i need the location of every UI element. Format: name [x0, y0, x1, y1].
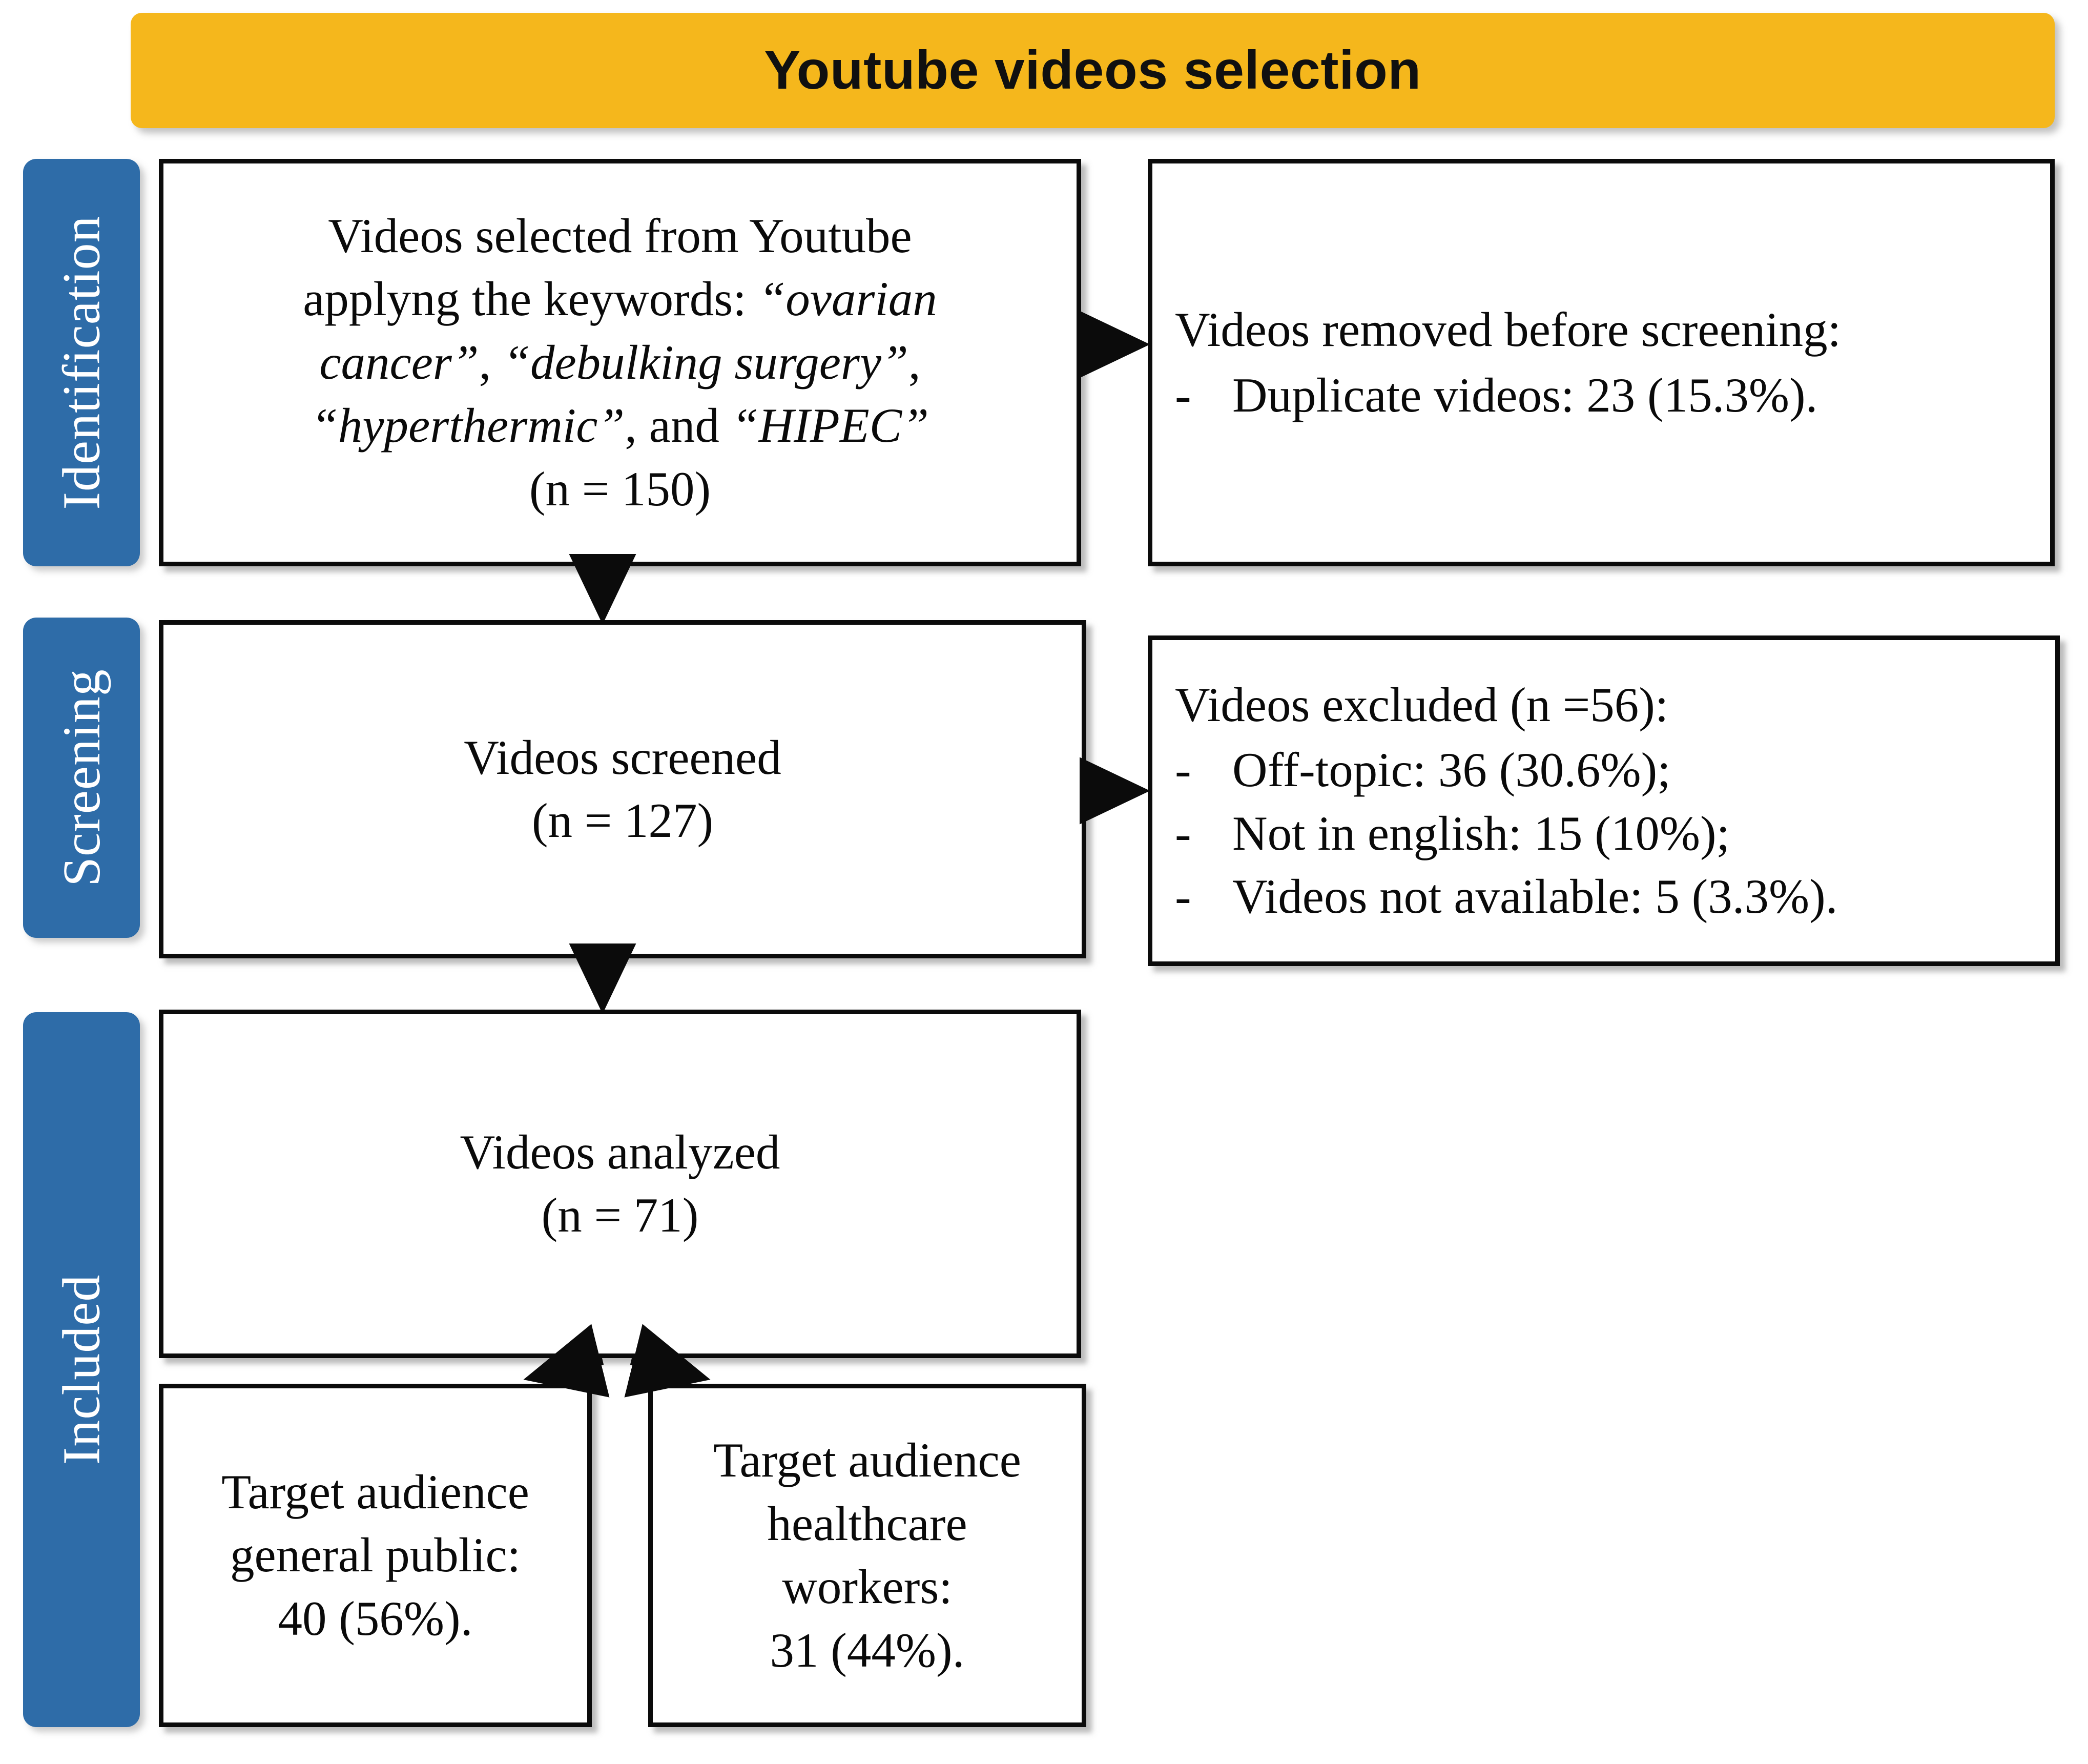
box-target-audience-general-public: Target audience general public: 40 (56%)… — [159, 1384, 592, 1727]
excluded-bullet-2: Not in english: 15 (10%); — [1232, 806, 1730, 860]
identified-keyword-4: “hyperthermic” — [311, 398, 625, 453]
healthcare-line1: Target audience — [713, 1433, 1021, 1487]
removed-bullet-1: Duplicate videos: 23 (15.3%). — [1232, 367, 1818, 422]
stage-label-screening-text: Screening — [52, 669, 111, 887]
box-videos-excluded: Videos excluded (n =56): - Off-topic: 36… — [1148, 635, 2060, 966]
healthcare-line3: workers: — [782, 1560, 953, 1614]
analyzed-count: (n = 71) — [541, 1188, 699, 1242]
identified-keyword-3: “debulking surgery” — [503, 335, 908, 389]
identified-line1: Videos selected from Youtube — [328, 208, 912, 263]
identified-sep-1: , — [479, 335, 504, 389]
list-item: - Not in english: 15 (10%); — [1175, 802, 2033, 866]
screened-line1: Videos screened — [464, 730, 781, 785]
arrow-analyzed-to-healthcare-workers — [624, 1324, 711, 1398]
box-videos-identified-text: Videos selected from Youtube applyng the… — [163, 204, 1077, 521]
box-videos-identified: Videos selected from Youtube applyng the… — [159, 159, 1081, 566]
bullet-dash-icon: - — [1175, 367, 1191, 422]
excluded-heading: Videos excluded (n =56): — [1175, 677, 1669, 732]
stage-label-identification: Identification — [23, 159, 140, 566]
box-videos-analyzed-text: Videos analyzed (n = 71) — [163, 1121, 1077, 1247]
list-item: - Videos not available: 5 (3.3%). — [1175, 865, 2033, 929]
removed-heading: Videos removed before screening: — [1175, 302, 1842, 357]
list-item: - Duplicate videos: 23 (15.3%). — [1175, 364, 2028, 427]
bullet-dash-icon: - — [1175, 869, 1191, 924]
banner-title: Youtube videos selection — [764, 40, 1421, 100]
healthcare-line4: 31 (44%). — [770, 1623, 965, 1677]
box-target-healthcare-text: Target audience healthcare workers: 31 (… — [653, 1429, 1082, 1682]
stage-label-screening: Screening — [23, 618, 140, 938]
excluded-bullet-1: Off-topic: 36 (30.6%); — [1232, 743, 1671, 797]
identified-keyword-1: “ovarian — [758, 272, 937, 326]
bullet-dash-icon: - — [1175, 743, 1191, 797]
identified-sep-2: , — [908, 335, 921, 389]
identified-keyword-2: cancer” — [319, 335, 479, 389]
box-videos-screened-text: Videos screened (n = 127) — [163, 726, 1082, 853]
arrow-analyzed-to-general-public — [523, 1324, 610, 1398]
box-videos-excluded-text: Videos excluded (n =56): - Off-topic: 36… — [1152, 673, 2055, 929]
box-target-public-text: Target audience general public: 40 (56%)… — [163, 1461, 587, 1651]
identified-sep-3: , and — [625, 398, 732, 453]
stage-label-included-text: Included — [52, 1274, 111, 1465]
identified-keyword-5: “HIPEC” — [731, 398, 929, 453]
public-line3: 40 (56%). — [278, 1591, 473, 1646]
banner-header: Youtube videos selection — [131, 13, 2055, 128]
screened-count: (n = 127) — [531, 793, 714, 848]
stage-label-identification-text: Identification — [52, 215, 111, 510]
list-item: - Off-topic: 36 (30.6%); — [1175, 739, 2033, 802]
box-videos-screened: Videos screened (n = 127) — [159, 620, 1086, 958]
public-line2: general public: — [230, 1528, 521, 1583]
box-target-audience-healthcare-workers: Target audience healthcare workers: 31 (… — [648, 1384, 1086, 1727]
excluded-bullet-3: Videos not available: 5 (3.3%). — [1232, 869, 1838, 924]
stage-label-included: Included — [23, 1012, 140, 1727]
box-videos-analyzed: Videos analyzed (n = 71) — [159, 1010, 1081, 1358]
healthcare-line2: healthcare — [767, 1496, 967, 1551]
analyzed-line1: Videos analyzed — [460, 1124, 780, 1179]
identified-count: (n = 150) — [529, 461, 711, 516]
public-line1: Target audience — [221, 1464, 529, 1519]
box-videos-removed-text: Videos removed before screening: - Dupli… — [1152, 298, 2050, 427]
box-videos-removed: Videos removed before screening: - Dupli… — [1148, 159, 2055, 566]
bullet-dash-icon: - — [1175, 806, 1191, 860]
identified-line2-prefix: applyng the keywords: — [303, 272, 759, 326]
